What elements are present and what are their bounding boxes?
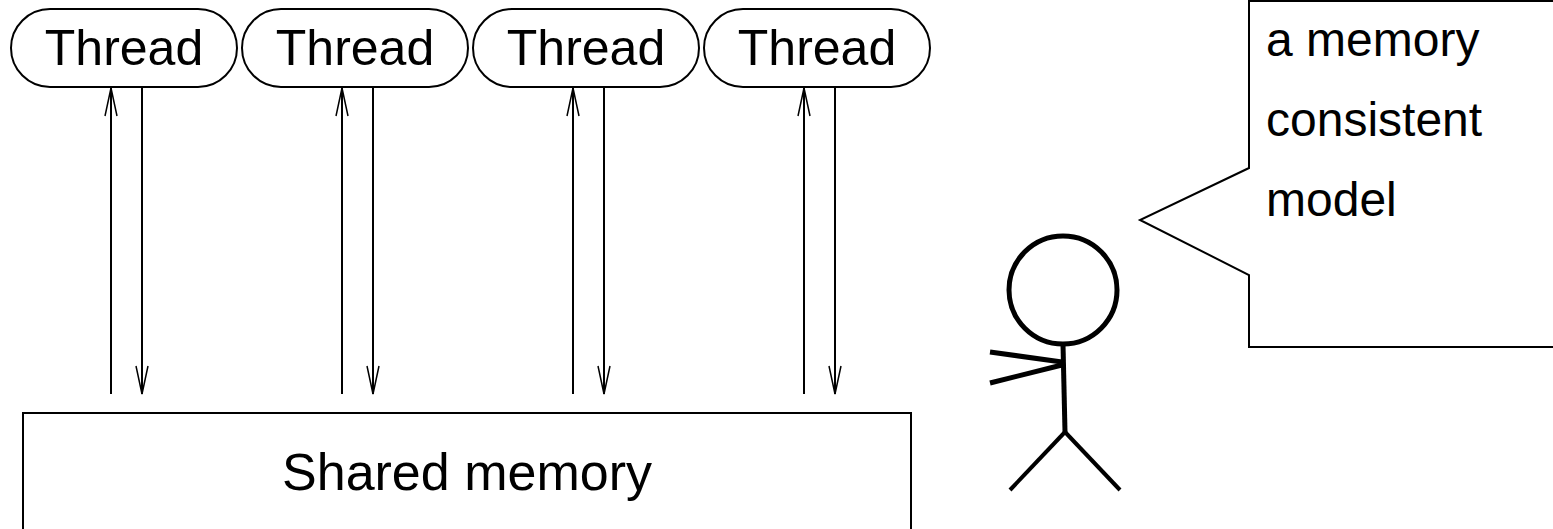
- node-text: a memory consistent model: [1266, 0, 1543, 240]
- memory-box: Shared memory: [22, 412, 912, 529]
- thread-box: Thread: [472, 8, 700, 88]
- node-text: Thread: [45, 19, 203, 77]
- node-text: Thread: [507, 19, 665, 77]
- thread-box: Thread: [703, 8, 931, 88]
- up-arrow: [567, 88, 579, 394]
- node-text: Thread: [738, 19, 896, 77]
- node-text: Shared memory: [282, 442, 652, 502]
- down-arrow: [136, 88, 148, 394]
- up-arrow: [105, 88, 117, 394]
- down-arrow: [598, 88, 610, 394]
- node-text: Thread: [276, 19, 434, 77]
- speech-bubble: a memory consistent model: [1248, 0, 1553, 348]
- thread-box: Thread: [10, 8, 238, 88]
- up-arrow: [336, 88, 348, 394]
- up-arrow: [798, 88, 810, 394]
- thread-box: Thread: [241, 8, 469, 88]
- down-arrow: [367, 88, 379, 394]
- down-arrow: [829, 88, 841, 394]
